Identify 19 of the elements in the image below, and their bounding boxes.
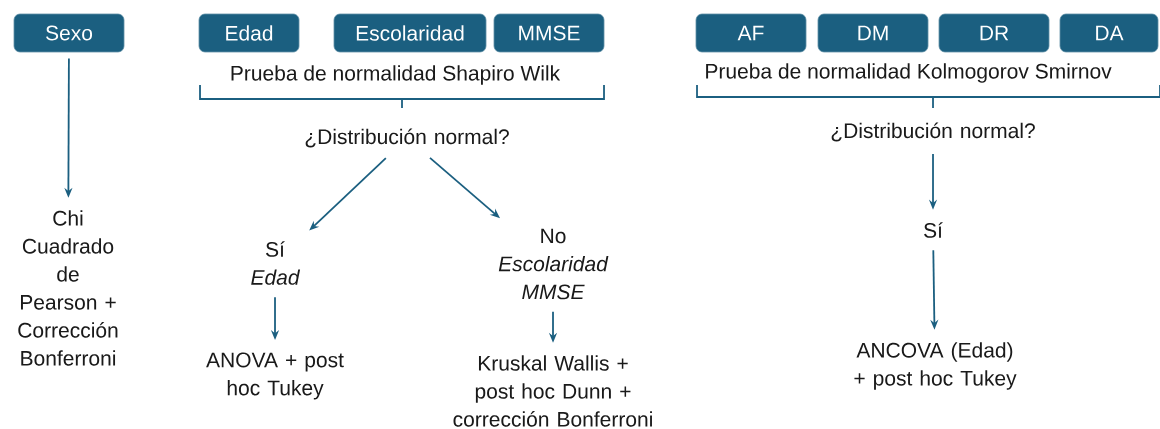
flow-text: Kruskal Wallis + post hoc Dunn + corrección Bonferroni (453, 355, 652, 427)
variable-box: Escolaridad (333, 13, 487, 53)
flow-text: No Escolaridad MMSE (498, 228, 609, 300)
variable-box: AF (695, 13, 807, 53)
flow-text: Sí Edad (251, 241, 301, 285)
flow-text: ¿Distribución normal? (831, 122, 1035, 142)
variable-box: DR (938, 13, 1050, 53)
flow-text: Chi Cuadrado de Pearson + Corrección Bonferroni (18, 210, 118, 366)
flow-text: Sí (924, 222, 943, 238)
variable-box: DA (1059, 13, 1159, 53)
flow-text: ANCOVA (Edad) + post hoc Tukey (854, 342, 1017, 390)
variable-box: Edad (198, 13, 300, 53)
variable-box: DM (817, 13, 929, 53)
test-label: Prueba de normalidad Shapiro Wilk (231, 65, 561, 85)
flow-text: ANOVA + post hoc Tukey (206, 352, 344, 400)
variable-box: Sexo (13, 13, 125, 53)
variable-box: MMSE (493, 13, 605, 53)
flow-text: ¿Distribución normal? (305, 128, 509, 148)
test-label: Prueba de normalidad Kolmogorov Smirnov (706, 63, 1112, 83)
